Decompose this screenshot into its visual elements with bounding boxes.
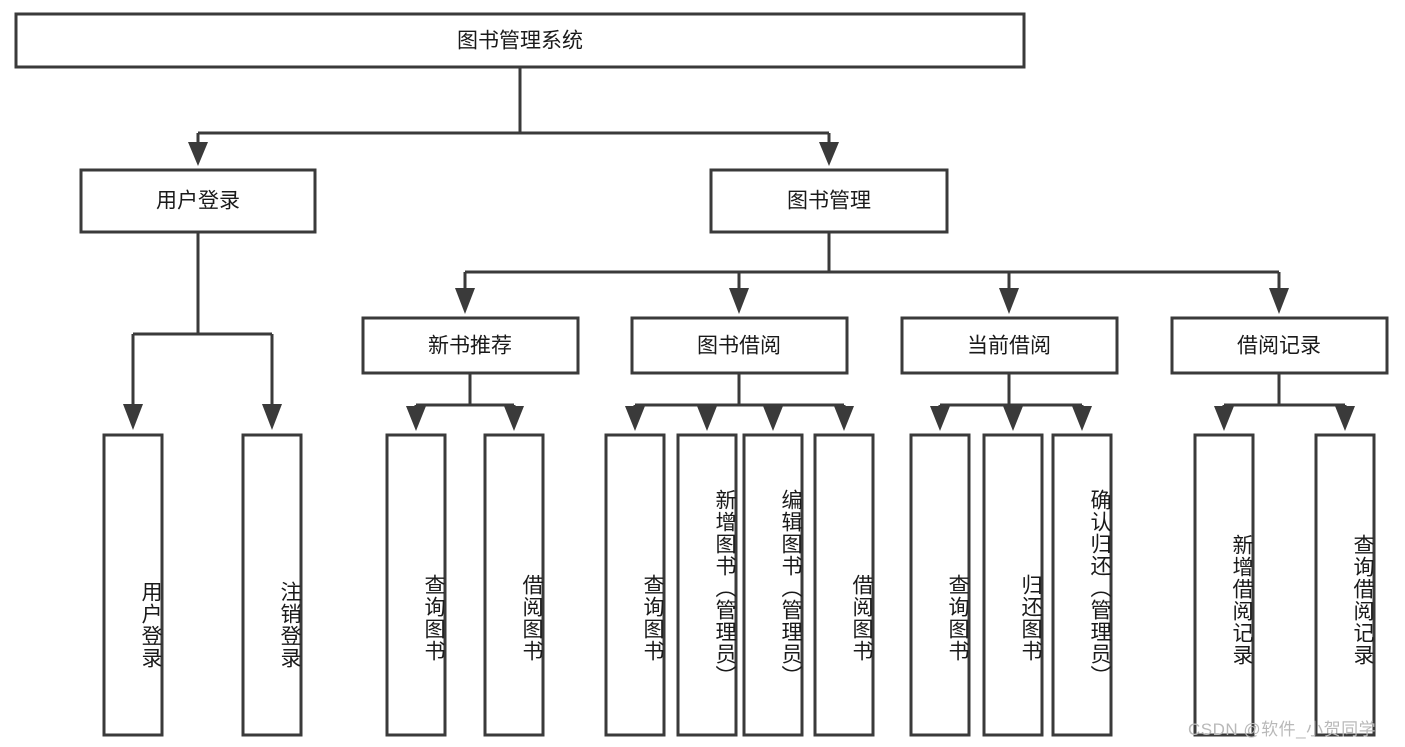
arrow-bookmanage-to-currentborrow: [999, 288, 1019, 314]
node-current-borrow-rect[interactable]: [900, 316, 1119, 375]
node-leaf-bb-query-book-rect[interactable]: [604, 433, 666, 737]
node-leaf-user-logout-rect[interactable]: [241, 433, 303, 737]
node-user-login[interactable]: 用户登录: [79, 168, 317, 234]
node-borrow-record-label: 借阅记录: [1237, 335, 1321, 358]
arrow-bookborrow-leaf-3: [763, 406, 783, 431]
connector-group-book-manage: [455, 232, 1289, 314]
arrow-bookmanage-to-newbook: [455, 288, 475, 314]
node-borrow-record-rect[interactable]: [1170, 316, 1389, 375]
connector-group-new-book-recommend: [406, 373, 524, 431]
node-user-login-rect[interactable]: [79, 168, 317, 234]
node-leaf-cb-return-book-rect[interactable]: [982, 433, 1044, 737]
arrow-currentborrow-leaf-3: [1072, 406, 1092, 431]
csdn-watermark: CSDN @软件_小贺同学: [1188, 720, 1377, 739]
node-root[interactable]: 图书管理系统: [14, 12, 1026, 69]
node-book-borrow-label: 图书借阅: [697, 335, 781, 358]
arrow-root-to-userlogin: [188, 142, 208, 166]
arrow-userlogin-leaf-1: [123, 404, 143, 430]
node-borrow-record[interactable]: 借阅记录: [1170, 316, 1389, 375]
connector-group-current-borrow: [930, 373, 1092, 431]
arrow-bookborrow-leaf-4: [834, 406, 854, 431]
connector-group-borrow-record: [1214, 373, 1355, 431]
node-book-borrow-rect[interactable]: [630, 316, 849, 375]
node-leaf-user-login-rect[interactable]: [102, 433, 164, 737]
connector-group-book-borrow: [625, 373, 854, 431]
arrow-bookborrow-leaf-2: [697, 406, 717, 431]
node-book-manage[interactable]: 图书管理: [709, 168, 949, 234]
arrow-currentborrow-leaf-2: [1003, 406, 1023, 431]
node-leaf-br-add-record-rect[interactable]: [1193, 433, 1255, 737]
node-leaf-cb-query-book-rect[interactable]: [909, 433, 971, 737]
node-book-manage-rect[interactable]: [709, 168, 949, 234]
arrow-bookmanage-to-bookborrow: [729, 288, 749, 314]
arrow-currentborrow-leaf-1: [930, 406, 950, 431]
node-user-login-label: 用户登录: [156, 190, 240, 213]
arrow-root-to-bookmanage: [819, 142, 839, 166]
connector-group-root: [188, 67, 839, 166]
arrow-newbook-leaf-1: [406, 406, 426, 431]
node-root-label: 图书管理系统: [457, 30, 583, 53]
connector-group-user-login: [123, 232, 282, 430]
node-new-book-recommend-rect[interactable]: [361, 316, 580, 375]
node-leaf-bb-edit-book-rect[interactable]: [742, 433, 804, 737]
arrow-borrowrecord-leaf-2: [1335, 406, 1355, 431]
node-leaf-nbr-query-book-rect[interactable]: [385, 433, 447, 737]
node-leaf-nbr-borrow-book-rect[interactable]: [483, 433, 545, 737]
arrow-bookmanage-to-borrowrecord: [1269, 288, 1289, 314]
node-root-rect[interactable]: [14, 12, 1026, 69]
node-book-manage-label: 图书管理: [787, 190, 871, 213]
arrow-newbook-leaf-2: [504, 406, 524, 431]
node-new-book-recommend-label: 新书推荐: [428, 335, 512, 358]
node-leaf-bb-borrow-book-rect[interactable]: [813, 433, 875, 737]
node-leaf-bb-add-book-rect[interactable]: [676, 433, 738, 737]
node-new-book-recommend[interactable]: 新书推荐: [361, 316, 580, 375]
node-current-borrow-label: 当前借阅: [967, 335, 1051, 358]
arrow-userlogin-leaf-2: [262, 404, 282, 430]
node-leaf-cb-confirm-return-rect[interactable]: [1051, 433, 1113, 737]
arrow-bookborrow-leaf-1: [625, 406, 645, 431]
node-leaf-br-query-record-rect[interactable]: [1314, 433, 1376, 737]
node-current-borrow[interactable]: 当前借阅: [900, 316, 1119, 375]
node-book-borrow[interactable]: 图书借阅: [630, 316, 849, 375]
arrow-borrowrecord-leaf-1: [1214, 406, 1234, 431]
